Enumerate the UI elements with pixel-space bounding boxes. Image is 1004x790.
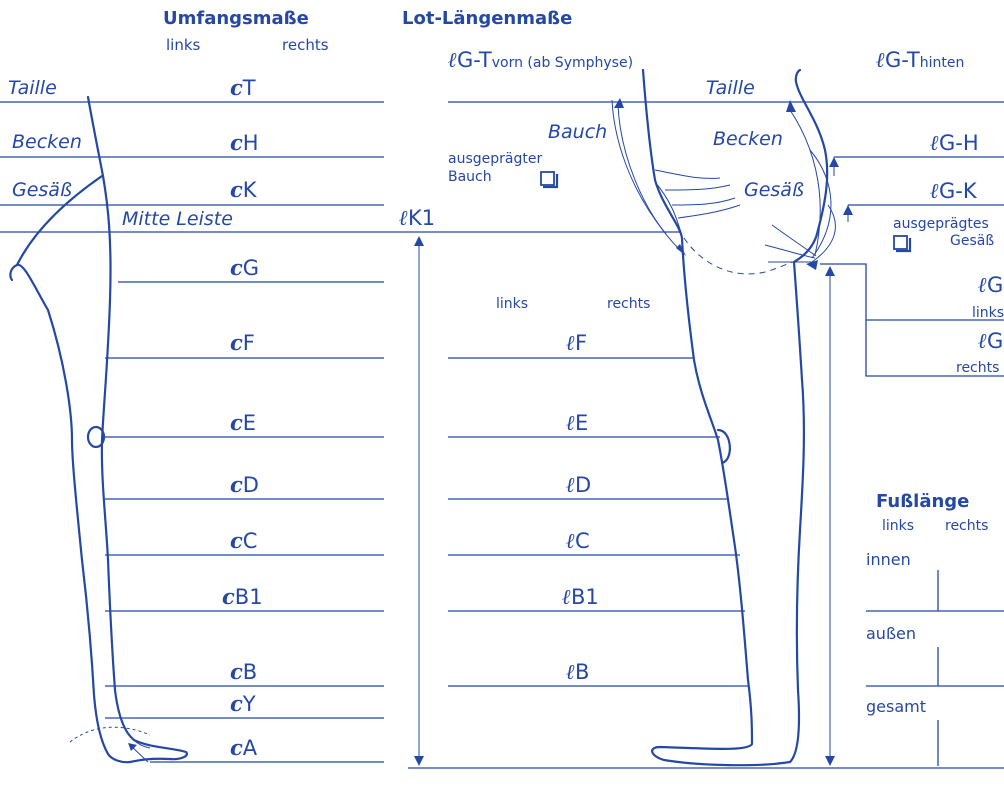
code-cT: cT xyxy=(230,75,256,100)
code-cG: cG xyxy=(230,255,259,280)
label-bauch: Bauch xyxy=(548,121,607,143)
length-codes: ℓF ℓE ℓD ℓC ℓB1 ℓB xyxy=(562,330,599,684)
code-cY: cY xyxy=(230,691,256,716)
label-gesaess-small: Gesäß xyxy=(950,233,994,249)
foot-length-gesamt: gesamt xyxy=(866,697,926,716)
code-lB: ℓB xyxy=(566,659,589,684)
label-lGT-back: ℓG-Thinten xyxy=(876,47,964,72)
code-cK: cK xyxy=(230,177,258,202)
arrow-lK1 xyxy=(414,236,424,766)
label-mitte-leiste: Mitte Leiste xyxy=(122,208,233,230)
circumference-rechts-label: rechts xyxy=(282,36,329,54)
code-lC: ℓC xyxy=(566,528,590,553)
lengths-heading: Lot-Längenmaße xyxy=(402,8,572,29)
foot-length-grid xyxy=(866,570,1004,766)
label-becken-right: Becken xyxy=(713,128,783,150)
label-lGK: ℓG-K xyxy=(930,178,978,203)
label-lG-links: ℓG xyxy=(978,272,1003,297)
foot-length-aussen: außen xyxy=(866,624,916,643)
lengths-col-rechts: rechts xyxy=(607,296,650,312)
label-lGH: ℓG-H xyxy=(930,130,979,155)
code-lF: ℓF xyxy=(566,330,587,355)
code-lB1: ℓB1 xyxy=(562,584,599,609)
label-gesaess: Gesäß xyxy=(12,179,72,201)
code-cD: cD xyxy=(230,472,259,497)
label-ausgepraegter: ausgeprägter xyxy=(448,151,542,167)
foot-length-innen: innen xyxy=(866,550,911,569)
foot-length-links: links xyxy=(882,518,914,534)
foot-length-heading: Fußlänge xyxy=(876,491,969,512)
code-lE: ℓE xyxy=(566,410,588,435)
code-cE: cE xyxy=(230,410,256,435)
checkbox-ausgepraegtes-gesaess[interactable] xyxy=(893,235,912,253)
back-length-brackets xyxy=(834,156,1004,206)
arrow-lG xyxy=(825,266,835,766)
label-ausgepraegtes: ausgeprägtes xyxy=(893,216,989,232)
code-cA: cA xyxy=(230,735,258,760)
label-lG-rechts-sub: rechts xyxy=(956,360,999,376)
code-cB1: cB1 xyxy=(222,584,263,609)
side-leg-outline xyxy=(611,68,853,767)
code-cB: cB xyxy=(230,659,257,684)
code-cH: cH xyxy=(230,130,259,155)
circumference-codes: cT cH cK cG cF cE cD cC cB1 cB cY cA xyxy=(222,75,263,760)
circumference-links-label: links xyxy=(166,36,201,54)
label-bauch-small: Bauch xyxy=(448,169,492,185)
checkbox-ausgepraegter-bauch[interactable] xyxy=(540,171,559,189)
length-lines xyxy=(448,357,748,687)
label-lG-rechts: ℓG xyxy=(978,328,1003,353)
label-lG-links-sub: links xyxy=(972,305,1004,321)
code-lD: ℓD xyxy=(566,472,591,497)
code-lK1: ℓK1 xyxy=(399,205,435,230)
code-cC: cC xyxy=(230,528,257,553)
label-becken: Becken xyxy=(12,131,82,153)
code-cF: cF xyxy=(230,330,255,355)
front-leg-outline xyxy=(9,95,188,764)
label-gesaess-right: Gesäß xyxy=(744,179,804,201)
label-taille-right: Taille xyxy=(706,77,755,99)
foot-length-rechts: rechts xyxy=(945,518,988,534)
label-lGT-front: ℓG-Tvorn (ab Symphyse) xyxy=(448,47,633,72)
circumference-heading: Umfangsmaße xyxy=(163,8,309,29)
lengths-col-links: links xyxy=(496,296,528,312)
label-taille: Taille xyxy=(8,77,57,99)
